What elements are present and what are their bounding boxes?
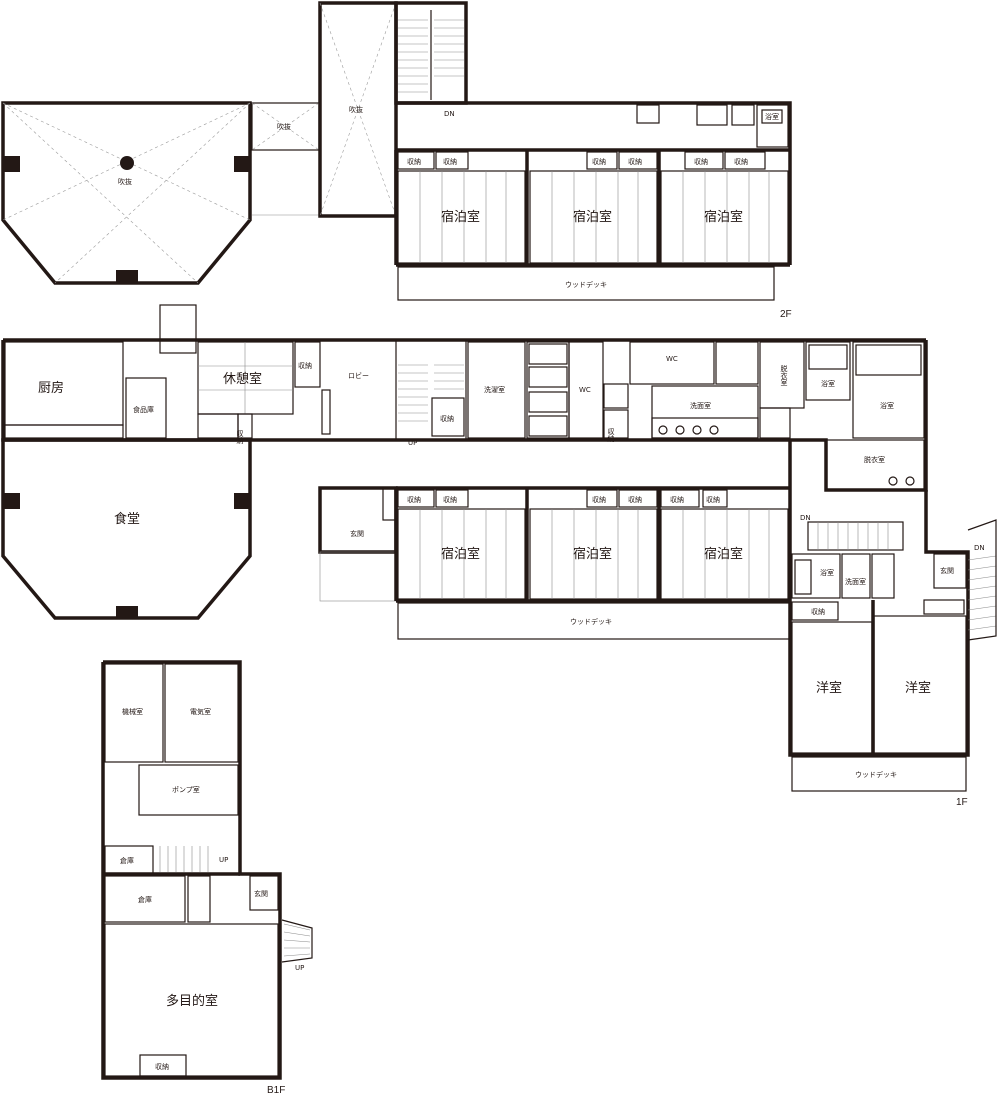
octagon-void [1,101,252,285]
storage-1f-5: 収納 [670,495,684,504]
machine-room [104,663,164,763]
washroom-2 [841,553,871,599]
west-storage [791,601,839,621]
floor-label-b1f: B1F [267,1085,285,1096]
wc-2-label: WC [666,355,678,363]
wc-2 [629,341,715,385]
western-room-1-label: 洋室 [816,680,842,696]
b1-entrance-label: 玄関 [254,889,268,898]
entrance-2-label: 玄関 [940,566,954,575]
guest-room-2f-1: 宿泊室 [441,209,480,225]
deck-2f [397,266,775,301]
changing-2-label: 脱衣室 [864,455,885,464]
storage-1f-2: 収納 [443,495,457,504]
void-stair [318,1,398,218]
multipurpose-room [104,923,279,1077]
changing-1-label: 脱衣室 [780,364,788,386]
washroom-2-label: 洗面室 [845,577,866,586]
bath-2f-label: 浴室 [765,112,779,121]
storage-1f-6: 収納 [706,495,720,504]
pump-room [138,764,239,816]
guest-room-1f-2: 宿泊室 [573,546,612,562]
lobby-label: ロビー [348,371,369,380]
bath-2 [852,341,925,439]
washroom [651,385,759,439]
void-big-label: 吹抜 [118,177,132,186]
dining-room [1,438,252,620]
store-1-label: 倉庫 [120,856,134,865]
guest-rooms-2f: 宿泊室 宿泊室 宿泊室 [397,170,789,264]
lounge-storage-label: 収納 [298,361,312,370]
deck-2f-label: ウッドデッキ [565,280,607,289]
guest-room-1f-3: 宿泊室 [704,546,743,562]
column-marker [120,156,134,170]
b1-stair-up-label: UP [219,856,228,864]
dn-2-label: DN [974,544,985,552]
bath-2f [756,104,789,148]
b1-storage-label: 収納 [155,1062,169,1071]
storage-2f-5: 収納 [694,157,708,166]
floor-2f: 吹抜 吹抜 吹抜 DN [1,1,792,320]
storage-row-2f: 収納 収納 収納 収納 収納 収納 [397,151,766,170]
floor-label-1f: 1F [956,797,968,808]
storage-1f-4: 収納 [628,495,642,504]
storage-2f-1: 収納 [407,157,421,166]
pantry-label: 食品庫 [133,405,154,414]
electric-room [164,663,239,763]
kitchen-label: 厨房 [38,380,64,396]
pump-room-label: ポンプ室 [172,785,200,794]
stair-up-label: UP [408,439,417,447]
laundry-label: 洗濯室 [484,385,505,394]
west-storage-label: 収納 [811,607,825,616]
void-small-label: 吹抜 [277,122,291,131]
western-room-2-label: 洋室 [905,680,931,696]
pantry [125,377,167,439]
laundry [467,341,526,439]
wc-1-label: WC [579,386,591,394]
floor-b1f: 機械室 電気室 ポンプ室 倉庫 UP 倉庫 玄関 多目的室 収納 UP B [101,660,313,1096]
b1-entrance [249,875,279,911]
lounge-label: 休憩室 [223,371,262,387]
storage-2f-6: 収納 [734,157,748,166]
storage-1f-1: 収納 [407,495,421,504]
storage-2f-3: 収納 [592,157,606,166]
deck-2-label: ウッドデッキ [855,770,897,779]
store-2-label: 倉庫 [138,895,152,904]
bath-1-label: 浴室 [821,379,835,388]
dn-1-label: DN [800,514,811,522]
storage-row-1f: 収納 収納 収納 収納 収納 収納 [397,489,728,508]
storage-2f-4: 収納 [628,157,642,166]
guest-room-1f-1: 宿泊室 [441,546,480,562]
bath-2-label: 浴室 [880,401,894,410]
floor-1f: 厨房 食品庫 休憩室 収納 収納 ロビー 収納 UP [1,304,997,808]
b1-stair-up-2-label: UP [295,964,304,972]
dining-label: 食堂 [114,511,140,527]
bath-3 [791,553,841,599]
deck-1f-label: ウッドデッキ [570,617,612,626]
electric-room-label: 電気室 [190,707,211,716]
guest-room-2f-2: 宿泊室 [573,209,612,225]
wc-1 [568,341,604,439]
void-stair-label: 吹抜 [349,105,363,114]
washroom-label: 洗面室 [690,401,711,410]
deck-1f-east [791,756,967,792]
multipurpose-label: 多目的室 [166,993,218,1009]
stair-storage-label: 収納 [440,414,454,423]
store-2 [104,875,186,923]
bath-3-label: 浴室 [820,568,834,577]
stair-dn-label: DN [444,110,455,118]
machine-room-label: 機械室 [122,707,143,716]
guest-rooms-1f: 宿泊室 宿泊室 宿泊室 [397,508,789,600]
changing-2 [825,439,925,491]
guest-room-2f-3: 宿泊室 [704,209,743,225]
storage-1f-3: 収納 [592,495,606,504]
entrance-label: 玄関 [350,529,364,538]
floor-label-2f: 2F [780,309,792,320]
lounge-storage-small-label: 収納 [236,430,244,445]
wc-storage-label: 収納 [607,428,615,443]
storage-2f-2: 収納 [443,157,457,166]
bath-1 [805,341,851,401]
